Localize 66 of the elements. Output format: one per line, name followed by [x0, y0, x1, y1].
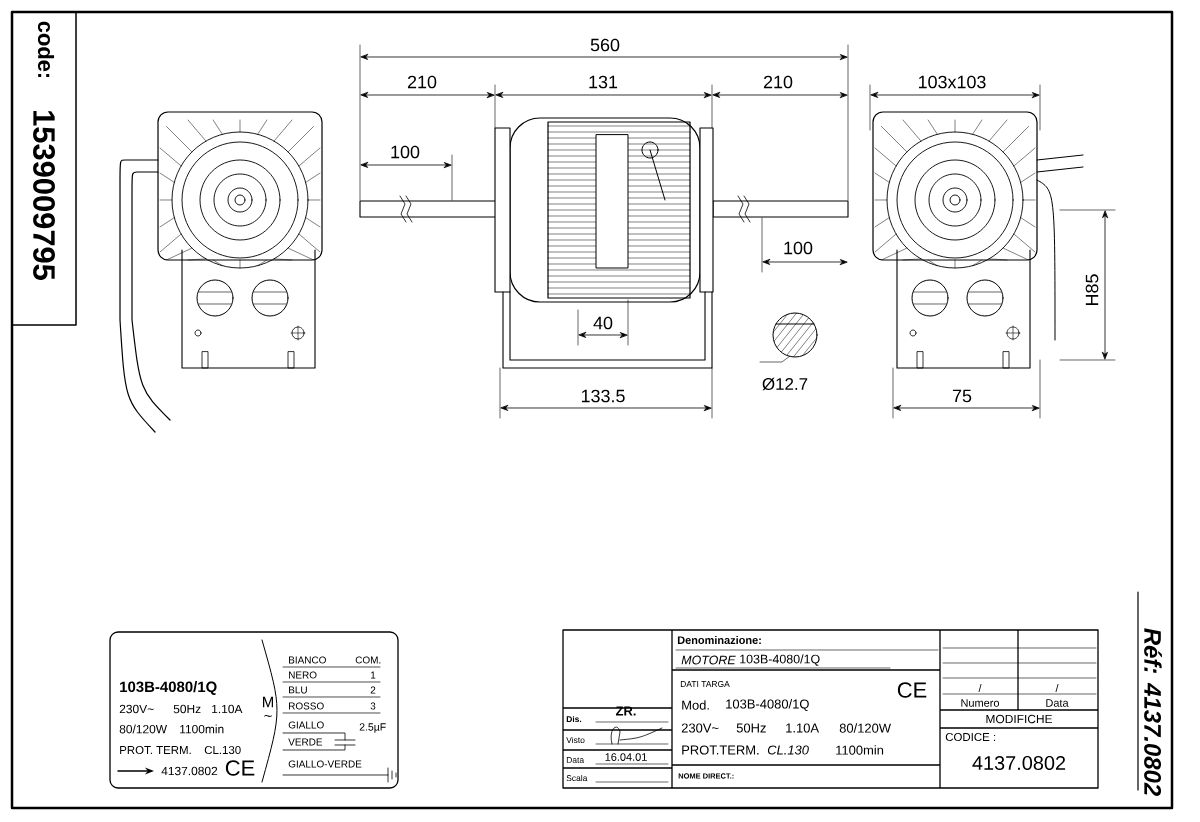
field-value: 1.10A: [786, 723, 819, 733]
dimension-label: 40: [592, 315, 614, 331]
wire-label: GIALLO-VERDE: [288, 760, 362, 768]
rating-label: CL.130: [204, 745, 241, 755]
rating-label: 230V~: [119, 704, 154, 714]
dimension-label: Ø12.7: [760, 376, 810, 392]
wire-label: VERDE: [288, 738, 323, 746]
dimension-label: 210: [406, 74, 438, 90]
initials-text: ZR.: [615, 706, 636, 716]
ce-mark: CE: [225, 760, 255, 776]
field-value: /: [1055, 683, 1059, 692]
field-label: CODICE :: [945, 732, 996, 742]
terminal-number: 1: [371, 671, 376, 679]
wire-label: BLU: [289, 686, 307, 694]
wire-label: COM.: [355, 656, 381, 664]
wire-label: NERO: [289, 671, 317, 679]
rating-label: 1100min: [180, 724, 224, 734]
field-label: Dis.: [566, 715, 582, 723]
dimension-label: 75: [951, 388, 973, 404]
section-header: MODIFICHE: [986, 714, 1052, 724]
dimension-label: 210: [762, 74, 794, 90]
field-value: PROT.TERM.: [682, 745, 759, 755]
field-value: 103B-4080/1Q: [740, 654, 820, 666]
code-value: 4137.0802: [972, 755, 1066, 771]
field-value: MOTORE: [681, 655, 736, 665]
dimension-label: 100: [389, 144, 421, 160]
wire-label: BIANCO: [289, 656, 326, 664]
field-label: Scala: [566, 774, 588, 782]
rating-label: PROT. TERM.: [120, 745, 191, 755]
field-value: CL.130: [767, 745, 809, 755]
model-label: 103B-4080/1Q: [120, 681, 217, 695]
ce-mark: CE: [897, 682, 927, 698]
field-value: 50Hz: [736, 723, 766, 733]
reference-label: Réf: 4137.0802: [1144, 628, 1162, 796]
motor-symbol: M: [263, 696, 273, 708]
code-number: 1539009795: [33, 111, 55, 280]
dimension-label: 100: [782, 240, 814, 256]
field-label: DATI TARGA: [680, 681, 730, 687]
wire-label: ROSSO: [289, 702, 324, 710]
code-label: code:: [37, 21, 55, 78]
dimension-label: 131: [587, 74, 619, 90]
dimension-label: 103x103: [916, 74, 988, 90]
wire-label: GIALLO: [288, 721, 324, 729]
field-value: Mod.: [682, 700, 709, 710]
dimension-label: 133.5: [579, 388, 627, 404]
field-value: 103B-4080/1Q: [726, 699, 809, 711]
column-header: Numero: [961, 699, 999, 707]
rating-label: 1.10A: [212, 704, 243, 714]
rating-label: 80/120W: [119, 724, 167, 734]
rating-label: 50Hz: [173, 704, 201, 714]
field-value: 16.04.01: [605, 753, 647, 761]
field-value: 1100min: [836, 745, 884, 755]
motor-symbol: ~: [264, 715, 272, 717]
column-header: Data: [1046, 699, 1069, 707]
code-label: 4137.0802: [161, 766, 218, 776]
field-value: /: [978, 683, 982, 692]
field-label: Denominazione:: [677, 636, 761, 644]
terminal-number: 3: [370, 702, 376, 710]
dimension-label: 560: [589, 37, 621, 53]
terminal-number: 2: [370, 686, 376, 694]
field-label: Visto: [566, 736, 585, 744]
field-value: 230V~: [681, 723, 719, 733]
field-value: 80/120W: [839, 723, 891, 733]
field-label: Data: [566, 757, 585, 763]
dimension-label: H85: [1084, 272, 1100, 308]
capacitor-label: 2.5µF: [359, 723, 386, 733]
